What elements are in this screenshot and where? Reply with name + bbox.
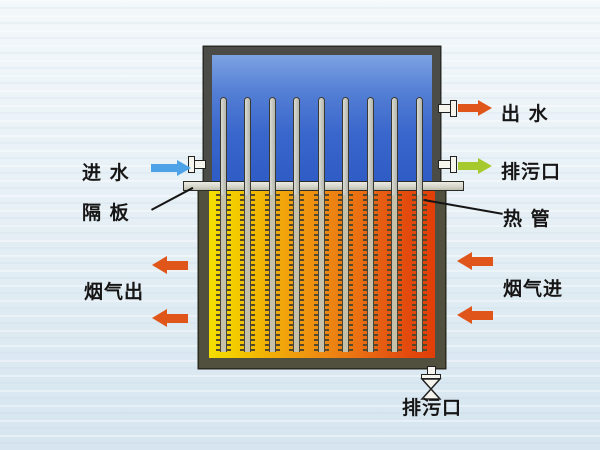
pipe-fins-left (289, 194, 293, 352)
pipe-fins-right (324, 194, 329, 352)
pipe-fins-right (226, 194, 231, 352)
flue-gas-in-arrow-icon-2 (457, 306, 493, 324)
label-water-out: 出 水 (501, 103, 549, 125)
pipe-core (391, 194, 398, 352)
water-in-arrow-icon (151, 160, 191, 176)
pipe-core (219, 194, 227, 352)
pipe-fins-left (240, 194, 244, 352)
heat-pipe-finned (289, 194, 304, 352)
pipe-fins-left (313, 194, 318, 352)
pipe-fins-right (398, 194, 402, 352)
pipe-fins-left (411, 194, 416, 352)
pipe-fins-left (362, 194, 367, 352)
pipe-fins-right (275, 194, 280, 352)
heat-pipe-upper (219, 97, 227, 195)
pipe-core (244, 194, 251, 352)
pipe-core (366, 194, 374, 352)
heat-pipe-finned (215, 194, 231, 352)
heat-pipe-upper (415, 97, 423, 195)
drain-port-right-flange (450, 156, 457, 173)
heat-pipe-finned (313, 194, 329, 352)
heat-pipe-finned (362, 194, 378, 352)
heat-pipe-upper (317, 97, 325, 195)
flue-gas-in-arrow-icon-1 (457, 252, 493, 270)
pipe-fins-right (251, 194, 255, 352)
pipe-fins-left (338, 194, 342, 352)
heat-pipe-finned (411, 194, 427, 352)
pipe-core (317, 194, 325, 352)
pipe-core (293, 194, 300, 352)
heat-pipe-upper (268, 97, 276, 195)
water-out-arrow-icon (458, 100, 492, 116)
heat-pipe-finned (240, 194, 255, 352)
pipe-fins-right (422, 194, 427, 352)
label-baffle: 隔 板 (82, 202, 130, 224)
heat-pipe-finned (338, 194, 353, 352)
pipe-fins-left (215, 194, 220, 352)
label-flue-gas-out: 烟气出 (84, 281, 145, 303)
label-drain-bottom: 排污口 (402, 397, 463, 419)
pipe-fins-right (373, 194, 378, 352)
drain-valve-icon (420, 378, 442, 400)
label-flue-gas-in: 烟气进 (503, 278, 564, 300)
pipe-core (415, 194, 423, 352)
label-drain-upper: 排污口 (501, 161, 562, 183)
flue-gas-out-arrow-icon-1 (152, 256, 188, 274)
water-out-port-flange (450, 100, 457, 117)
pipe-fins-left (264, 194, 269, 352)
flue-gas-out-arrow-icon-2 (152, 309, 188, 327)
pipe-fins-left (387, 194, 391, 352)
label-heat-pipe: 热 管 (503, 208, 551, 230)
heat-pipe-upper (244, 97, 251, 195)
heat-pipe-finned (387, 194, 402, 352)
heat-pipe-finned (264, 194, 280, 352)
pipe-fins-right (300, 194, 304, 352)
pipe-core (268, 194, 276, 352)
heat-pipe-upper (342, 97, 349, 195)
heat-pipe-upper (391, 97, 398, 195)
pipe-core (342, 194, 349, 352)
pipe-fins-right (349, 194, 353, 352)
drain-arrow-icon (458, 158, 492, 174)
heat-pipe-upper (366, 97, 374, 195)
heat-pipe-upper (293, 97, 300, 195)
label-water-in: 进 水 (82, 162, 130, 184)
